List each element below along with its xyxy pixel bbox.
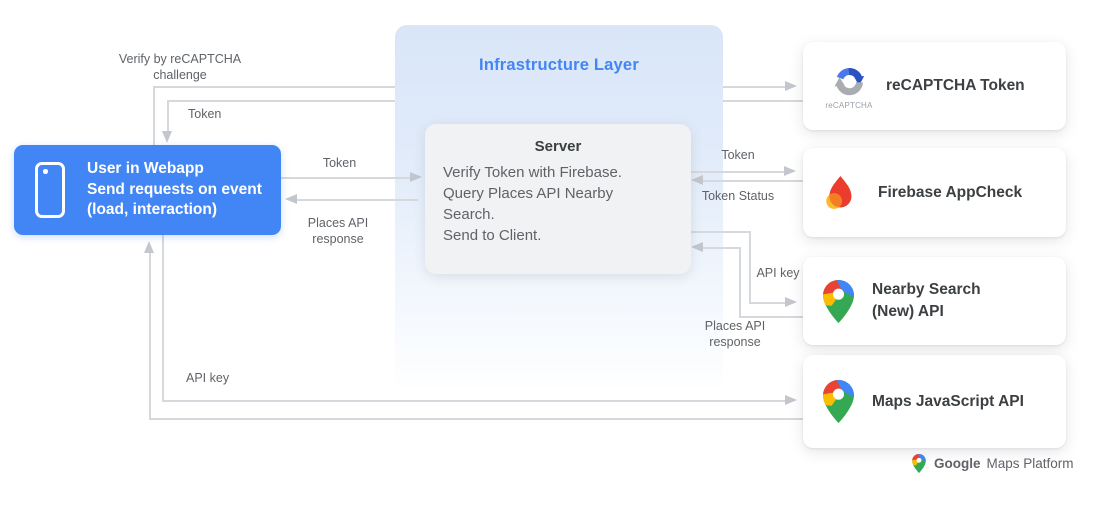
label-api-key-to-maps: API key xyxy=(186,371,230,385)
card-firebase-appcheck: Firebase AppCheck xyxy=(803,148,1066,237)
arrow-api-key-nearby-seg2 xyxy=(749,231,751,304)
arrowhead-into-server-left xyxy=(410,172,422,182)
server-title: Server xyxy=(534,138,582,155)
card-maps-javascript-api: Maps JavaScript API xyxy=(803,355,1066,448)
arrow-maps-return-line xyxy=(149,418,803,420)
arrow-token-to-firebase-line xyxy=(691,171,785,173)
label-verify-challenge: Verify by reCAPTCHA challenge xyxy=(118,52,242,82)
label-places-response-to-user: Places API response xyxy=(307,216,369,246)
arrow-api-key-nearby-seg3 xyxy=(749,302,786,304)
maps-pin-block xyxy=(820,380,856,423)
card-title: Nearby Search (New) API xyxy=(872,281,981,320)
google-maps-pin-icon xyxy=(822,279,854,323)
smartphone-icon xyxy=(35,162,65,218)
arrow-token-return-vertical xyxy=(167,101,169,132)
server-line: Verify Token with Firebase. xyxy=(443,164,622,181)
card-recaptcha-token: reCAPTCHA reCAPTCHA Token xyxy=(803,42,1066,130)
arrowhead-into-nearby-search xyxy=(785,297,797,307)
arrow-verify-challenge-vertical xyxy=(153,87,155,145)
arrowhead-into-firebase xyxy=(784,166,796,176)
arrowhead-into-userbox-right xyxy=(285,194,297,204)
user-webapp-line: User in Webapp xyxy=(87,160,204,178)
server-description: Verify Token with Firebase. Query Places… xyxy=(443,162,673,246)
arrow-places-response-to-user-line xyxy=(296,199,418,201)
arrow-maps-return-vertical xyxy=(149,251,151,419)
label-places-response-from-nearby: Places API response xyxy=(704,319,766,349)
footer-brand-text: Google xyxy=(934,456,981,471)
card-nearby-search-api: Nearby Search (New) API xyxy=(803,257,1066,345)
label-token-status: Token Status xyxy=(701,189,775,203)
arrowhead-into-recaptcha xyxy=(785,81,797,91)
arrowhead-into-userbox-top xyxy=(162,131,172,143)
firebase-logo-block xyxy=(820,174,860,212)
card-title: reCAPTCHA Token xyxy=(886,77,1025,94)
arrow-token-to-server-line xyxy=(281,177,411,179)
server-box: Server Verify Token with Firebase. Query… xyxy=(425,124,691,274)
card-title: Maps JavaScript API xyxy=(872,392,1024,410)
phone-camera-dot xyxy=(43,169,48,174)
google-maps-pin-icon xyxy=(822,380,854,423)
user-webapp-line: (load, interaction) xyxy=(87,201,218,219)
recaptcha-logo-block: reCAPTCHA xyxy=(820,63,878,110)
arrowhead-into-maps-js-api xyxy=(785,395,797,405)
arrow-api-key-nearby-seg1 xyxy=(691,231,751,233)
arrow-places-response-nearby-seg1 xyxy=(739,316,803,318)
arrow-api-key-maps-line xyxy=(162,400,786,402)
infrastructure-layer-title: Infrastructure Layer xyxy=(479,56,639,74)
user-webapp-box: User in Webapp Send requests on event (l… xyxy=(14,145,281,235)
recaptcha-icon xyxy=(833,67,864,95)
user-webapp-text: User in Webapp Send requests on event (l… xyxy=(87,159,262,221)
firebase-appcheck-icon xyxy=(826,175,852,209)
card-title: Firebase AppCheck xyxy=(878,183,1023,201)
label-api-key-to-nearby: API key xyxy=(756,266,800,280)
google-maps-platform-logo: Google Maps Platform xyxy=(912,454,1074,473)
arrowhead-into-userbox-bottom xyxy=(144,241,154,253)
user-webapp-line: Send requests on event xyxy=(87,180,262,198)
arrow-token-status-line xyxy=(702,180,803,182)
server-line: Search. xyxy=(443,206,495,223)
arrowhead-token-status-into-server xyxy=(691,175,703,185)
server-line: Query Places API Nearby xyxy=(443,185,614,202)
maps-pin-block xyxy=(820,279,856,323)
footer-product-text: Maps Platform xyxy=(986,456,1074,471)
label-token-to-firebase: Token xyxy=(721,148,755,162)
arrowhead-places-response-into-server xyxy=(691,242,703,252)
arrow-places-response-nearby-seg3 xyxy=(702,247,740,249)
label-token-from-recaptcha: Token xyxy=(188,107,222,121)
arrow-places-response-nearby-seg2 xyxy=(739,247,741,318)
label-token-to-server: Token xyxy=(322,156,357,170)
server-line: Send to Client. xyxy=(443,227,542,244)
recaptcha-wordmark: reCAPTCHA xyxy=(825,100,873,110)
google-maps-pin-icon xyxy=(912,454,926,473)
arrow-api-key-maps-vertical xyxy=(162,235,164,402)
